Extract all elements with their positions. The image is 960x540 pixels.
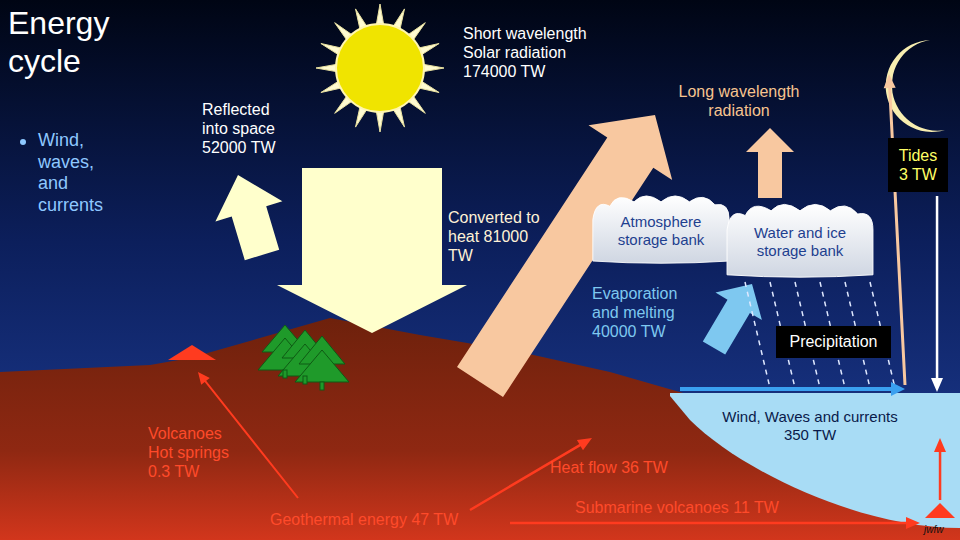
cloud-outline [727, 204, 873, 277]
volcano [168, 345, 216, 360]
watermark: jwfw [924, 524, 956, 536]
cloud-outline [593, 196, 729, 263]
solar-label: Short wavelength Solar radiation 174000 … [463, 24, 613, 82]
trees [258, 325, 349, 390]
submarine-arrow [510, 517, 920, 529]
submarine-volcano [925, 503, 955, 518]
reflected-label: Reflected into space 52000 TW [202, 100, 294, 158]
bullet-text: Wind, waves, and currents [38, 130, 118, 216]
wind-arrow [680, 382, 905, 396]
node-text: Tides 3 TW [895, 146, 941, 184]
bullet [20, 139, 26, 145]
sun-rays [316, 4, 444, 132]
black-box: Tides 3 TW [888, 138, 948, 192]
rain [745, 282, 895, 388]
storage-cloud: Water and ice storage bank [724, 198, 876, 278]
node-text: Precipitation [789, 332, 877, 351]
node-text: Atmosphere storage bank [602, 213, 720, 249]
reflected-arrow [215, 175, 282, 260]
geothermal-label: Geothermal energy 47 TW [270, 510, 500, 529]
incoming-arrow [277, 168, 467, 333]
radiation-label: Long wavelength radiation [664, 82, 814, 120]
wind-label: Wind, Waves and currents 350 TW [712, 408, 908, 444]
evaporation-label: Evaporation and melting 40000 TW [592, 284, 696, 342]
storage-cloud: Atmosphere storage bank [590, 190, 732, 264]
submarine-label: Submarine volcanoes 11 TW [575, 498, 835, 517]
diagram-title: Energy cycle [8, 4, 138, 81]
vent-arrow [934, 438, 946, 500]
volcano-label: Volcanoes Hot springs 0.3 TW [148, 424, 244, 482]
heat-flow-label: Heat flow 36 TW [550, 458, 700, 477]
sun [336, 24, 424, 112]
tide-arrow [931, 196, 943, 392]
evaporation-arrow [703, 284, 762, 355]
black-box: Precipitation [776, 326, 891, 358]
radiation-arrow [746, 128, 794, 198]
heat-label: Converted to heat 81000 TW [448, 208, 550, 266]
node-text: Water and ice storage bank [736, 224, 864, 260]
